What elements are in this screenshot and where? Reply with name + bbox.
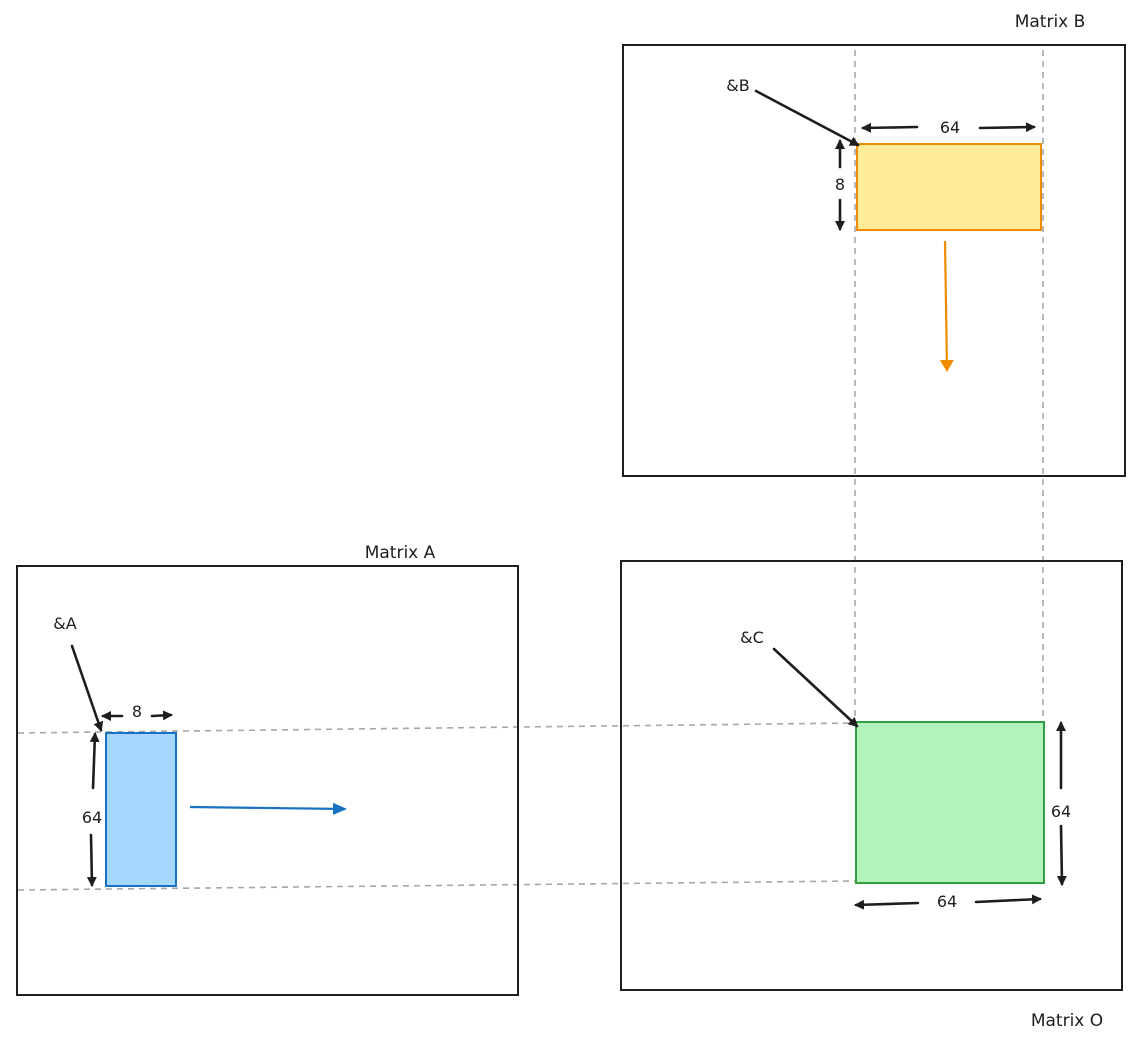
matrix-a-tile-width: 8: [132, 702, 142, 721]
guide-line-a-top: [17, 722, 856, 734]
matrix-a-height-arrow-down: [86, 833, 97, 887]
matrix-b-title: Matrix B: [1015, 12, 1086, 32]
matrix-o-pointer-label: &C: [740, 628, 764, 647]
matrix-b-slide-arrow: [939, 240, 954, 372]
matrix-o-width-arrow-left: [854, 899, 920, 910]
matrix-b-width-arrow-left: [861, 122, 919, 133]
matrix-a-slide-arrow: [189, 802, 347, 815]
matrix-o-tile-width: 64: [937, 892, 957, 911]
matrix-o-tile: [855, 721, 1045, 884]
matrix-b-tile-height: 8: [835, 175, 845, 194]
matrix-b-frame: [622, 44, 1126, 477]
matrix-o-tile-height: 64: [1051, 802, 1071, 821]
matrix-o-frame: [620, 560, 1123, 991]
matrix-o-width-arrow-right: [974, 894, 1042, 905]
matrix-o: Matrix O &C 64 64: [620, 560, 1123, 1031]
matrix-a-tile-height: 64: [82, 808, 102, 827]
matrix-o-title: Matrix O: [1031, 1011, 1103, 1031]
matrix-b-pointer-arrow: [754, 89, 860, 147]
matrix-o-height-arrow-down: [1056, 824, 1067, 886]
matrix-b-width-arrow-right: [978, 122, 1036, 133]
matrix-a-tile: [105, 732, 177, 887]
matrix-a-frame: [16, 565, 519, 996]
matrix-a-pointer-label: &A: [53, 614, 76, 633]
matrix-b: Matrix B &B 64 8: [622, 12, 1126, 477]
matrix-b-tile: [856, 143, 1042, 231]
matrix-a-width-arrow-right: [150, 710, 173, 721]
matrix-a-pointer-arrow: [70, 644, 104, 732]
matrix-b-tile-width: 64: [940, 118, 960, 137]
guide-lines: [17, 50, 1044, 891]
matrix-o-pointer-arrow: [772, 647, 859, 728]
matrix-a: Matrix A &A 8 64: [16, 543, 519, 996]
matrix-b-pointer-label: &B: [726, 76, 749, 95]
matrix-a-height-arrow-up: [89, 732, 100, 790]
matrix-a-title: Matrix A: [365, 543, 436, 563]
guide-line-a-bottom: [17, 880, 856, 891]
